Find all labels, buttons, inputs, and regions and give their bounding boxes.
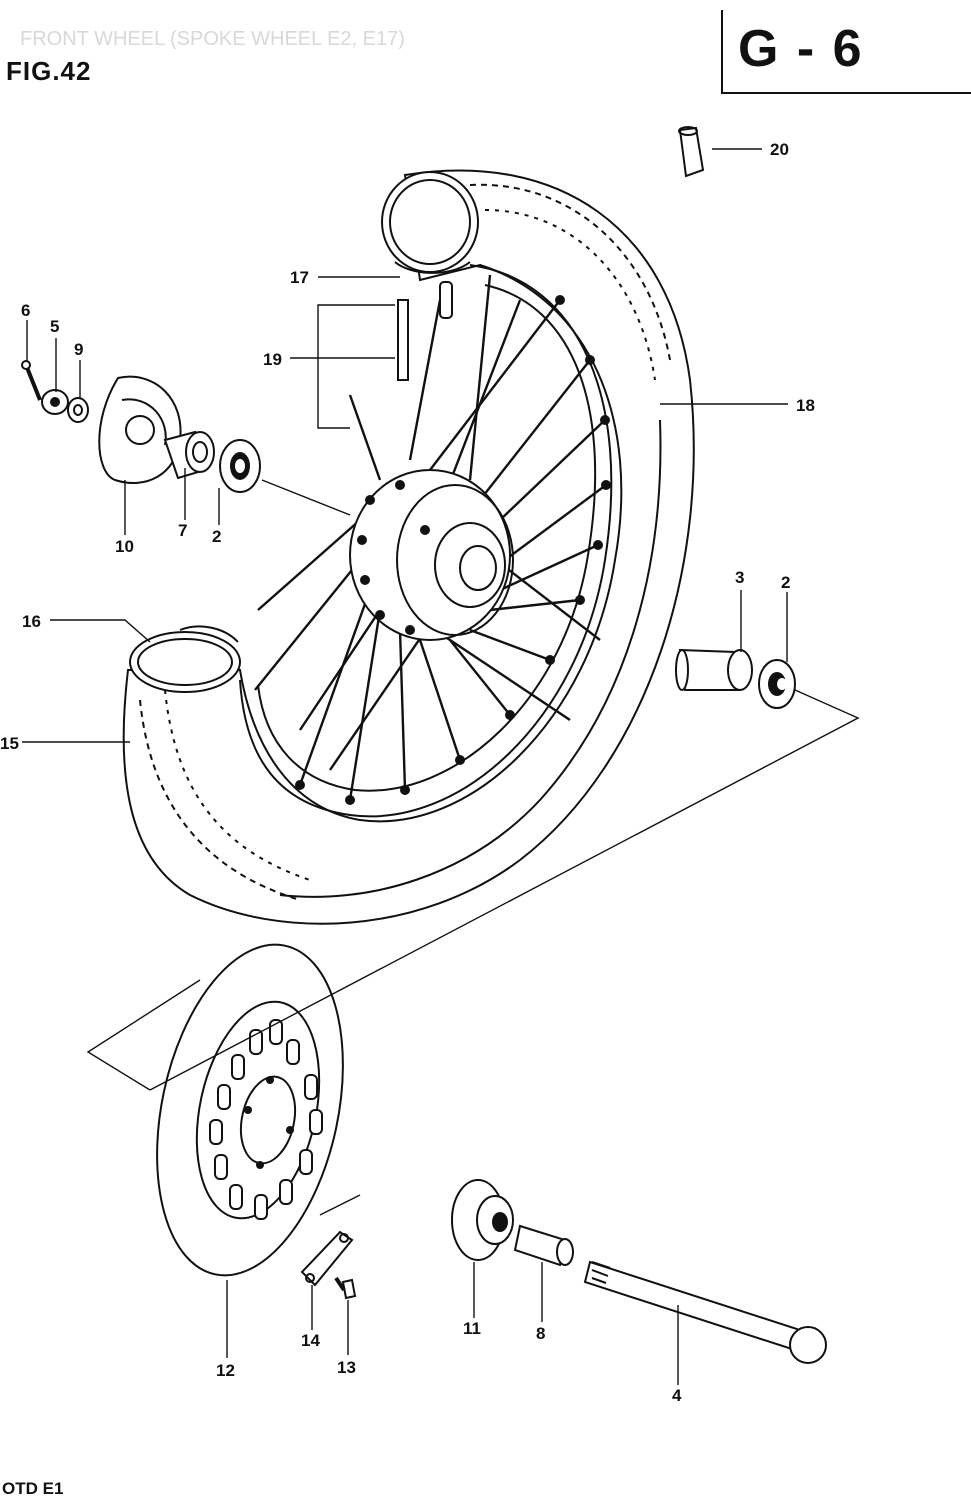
hub-bolt-holes: [357, 480, 430, 635]
leader-lines: [22, 148, 860, 1385]
callout-16: 16: [22, 612, 41, 631]
callout-2-left: 2: [212, 527, 221, 546]
tire-section-bottom: [129, 625, 241, 693]
page-code: G - 6: [738, 20, 864, 78]
figure-label: FIG.42: [6, 56, 91, 86]
callout-12: 12: [216, 1361, 235, 1380]
callout-18: 18: [796, 396, 815, 415]
callout-10: 10: [115, 537, 134, 556]
callout-8: 8: [536, 1324, 545, 1343]
callout-17: 17: [290, 268, 309, 287]
valve-stem: [397, 281, 453, 381]
callout-15: 15: [0, 734, 19, 753]
callout-14: 14: [301, 1331, 320, 1350]
disc-bolt-hardware: [300, 1230, 357, 1300]
wheel-hub: [349, 469, 514, 641]
page-code-box: G - 6: [721, 10, 971, 94]
valve-cap: [678, 126, 705, 178]
disc-slots: [209, 1019, 323, 1220]
right-hardware: [675, 648, 796, 709]
left-hardware: [21, 360, 261, 493]
brake-disc: [156, 943, 344, 1277]
callout-7: 7: [178, 521, 187, 540]
callout-20: 20: [770, 140, 789, 159]
callout-2-right: 2: [781, 573, 790, 592]
callout-6: 6: [21, 301, 30, 320]
tire-section-top: [381, 171, 479, 274]
tire: [122, 169, 695, 925]
front-wheel-assembly: [122, 169, 695, 925]
callout-5: 5: [50, 317, 59, 336]
callout-numbers: 20 17 19 18 6 5 9 10 7 2 16 15 3 2 12 14…: [0, 140, 815, 1405]
callout-13: 13: [337, 1358, 356, 1377]
callout-11: 11: [463, 1319, 481, 1338]
axle-hardware: [451, 1179, 827, 1364]
callout-3: 3: [735, 568, 744, 587]
model-code: OTD E1: [2, 1479, 63, 1498]
callout-4: 4: [672, 1386, 682, 1405]
callout-19: 19: [263, 350, 282, 369]
callout-9: 9: [74, 340, 83, 359]
faded-title: FRONT WHEEL (SPOKE WHEEL E2, E17): [20, 28, 405, 50]
